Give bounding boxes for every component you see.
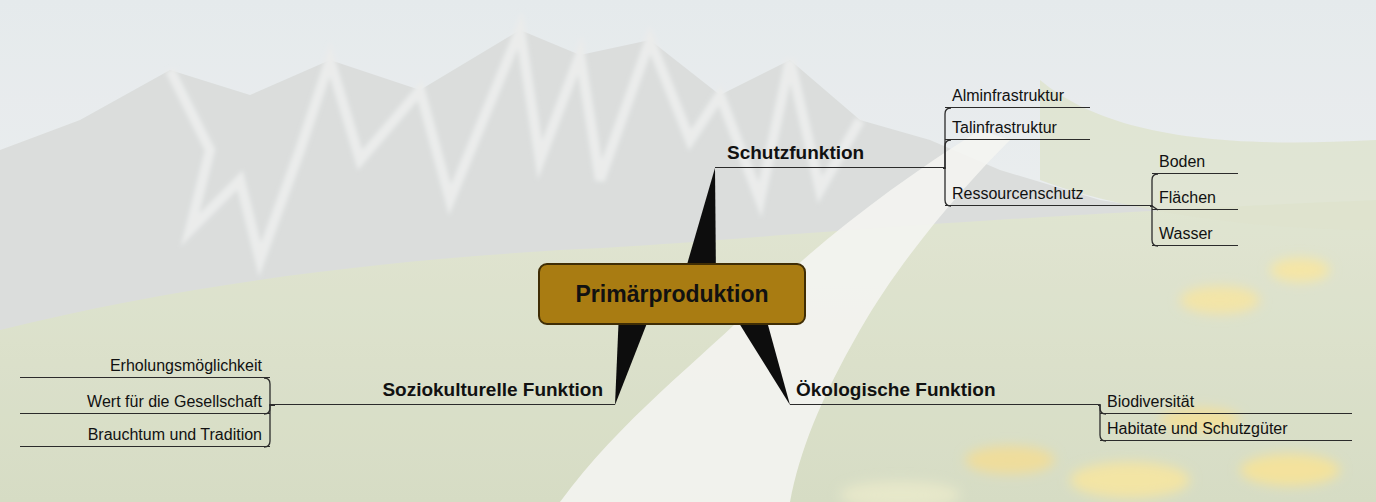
central-topic-box: Primärproduktion (538, 263, 806, 325)
subtopic-item: Habitate und Schutzgüter (1100, 418, 1352, 441)
subtopic-item: Biodiversität (1100, 392, 1352, 414)
subtopic-label: Ressourcenschutz (952, 185, 1084, 203)
branch-topic: Schutzfunktion (715, 136, 943, 168)
subtopic-label: Wert für die Gesellschaft (87, 393, 262, 411)
branch-topic: Soziokulturelle Funktion (275, 373, 615, 405)
bracket-connector (264, 405, 275, 447)
subtopic-label: Habitate und Schutzgüter (1107, 420, 1288, 438)
subtopic-item: Flächen (1152, 187, 1238, 210)
subtopic-label: Biodiversität (1107, 393, 1194, 411)
subtopic-item: Erholungsmöglichkeit (20, 355, 270, 378)
branch-wedge (733, 313, 790, 405)
subtopic-label: Erholungsmöglichkeit (110, 357, 262, 375)
subtopic-item: Brauchtum und Tradition (20, 424, 270, 447)
subtopic-label: Boden (1159, 153, 1205, 171)
subtopic-item: Wasser (1152, 223, 1238, 246)
subtopic-label: Flächen (1159, 189, 1216, 207)
subtopic-label: Brauchtum und Tradition (88, 426, 262, 444)
subtopic-item: Alminfrastruktur (945, 86, 1090, 108)
subtopic-item: Ressourcenschutz (945, 183, 1150, 206)
subtopic-item: Wert für die Gesellschaft (20, 391, 270, 414)
subtopic-item: Boden (1152, 151, 1238, 174)
branch-label: Soziokulturelle Funktion (382, 379, 603, 401)
subtopic-label: Wasser (1159, 225, 1213, 243)
bracket-connector (264, 378, 275, 405)
subtopic-item: Talinfrastruktur (945, 118, 1090, 140)
branch-label: Schutzfunktion (727, 142, 864, 164)
branch-wedge (684, 168, 716, 275)
branch-label: Ökologische Funktion (796, 379, 996, 401)
branch-wedge (615, 313, 651, 405)
subtopic-label: Talinfrastruktur (952, 119, 1057, 137)
central-topic-text: Primärproduktion (576, 281, 769, 308)
bracket-connector (943, 140, 951, 168)
branch-topic: Ökologische Funktion (790, 373, 1098, 405)
subtopic-label: Alminfrastruktur (952, 87, 1064, 105)
